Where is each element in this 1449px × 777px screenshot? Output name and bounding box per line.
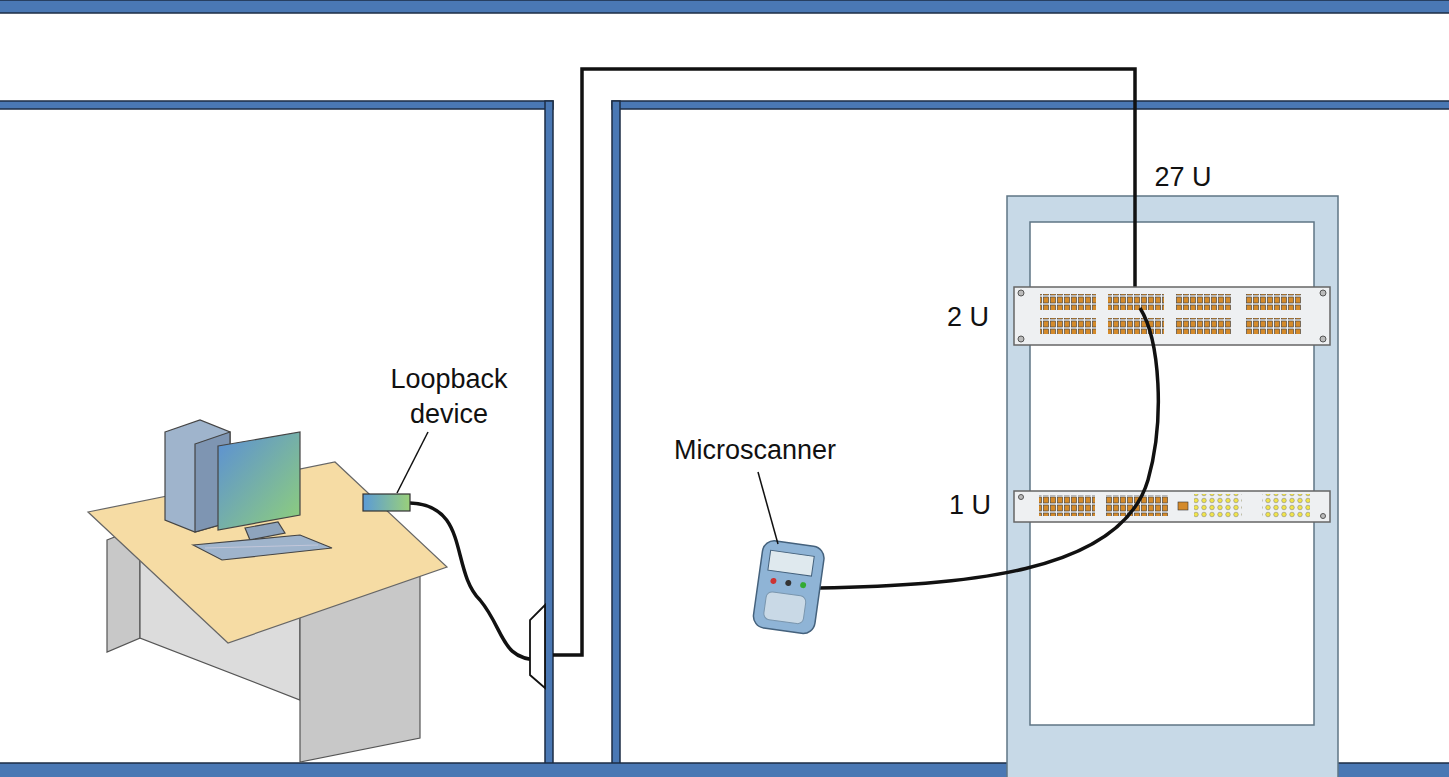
callout-label: Loopback device [369, 362, 529, 432]
leader-line [758, 472, 778, 544]
horizontal-cable [553, 69, 1135, 655]
callout-label: Microscanner [640, 433, 870, 468]
computer [165, 420, 332, 560]
rack-size-label: 27 U [1123, 160, 1243, 195]
rack-unit-label: 2 U [923, 300, 1013, 335]
loopback-device [363, 494, 410, 511]
patch-panel [1014, 287, 1330, 345]
wall-jack [530, 605, 545, 688]
rack [1007, 196, 1338, 777]
switch [1014, 491, 1330, 522]
microscanner-device [752, 539, 826, 635]
patch-cord [410, 503, 540, 660]
rack-unit-label: 1 U [925, 488, 1015, 523]
leader-line [397, 432, 428, 493]
test-cable [818, 308, 1158, 588]
